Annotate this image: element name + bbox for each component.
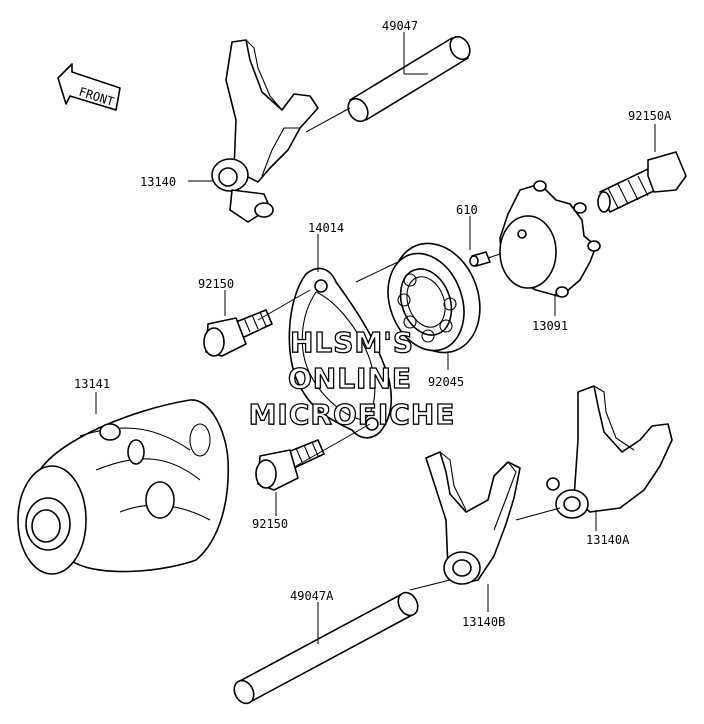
watermark: HLSM'S ONLINE MICROFICHE: [248, 325, 456, 431]
label-92045: 92045: [428, 375, 464, 389]
watermark-line-3: MICROFICHE: [249, 398, 456, 431]
label-13140: 13140: [140, 175, 176, 189]
label-49047: 49047: [382, 19, 418, 33]
label-49047a: 49047A: [290, 589, 334, 603]
pin-610: [469, 251, 491, 267]
bolt-92150-lower: [255, 439, 325, 491]
label-610: 610: [456, 203, 478, 217]
label-92150a: 92150A: [628, 109, 672, 123]
cam-13091: [499, 180, 601, 298]
shift-fork-13140b: [425, 451, 521, 585]
label-13140b: 13140B: [462, 615, 505, 629]
bolt-92150a: [597, 151, 687, 213]
shift-fork-13140: [211, 39, 319, 223]
watermark-line-2: ONLINE: [288, 362, 412, 395]
label-13091: 13091: [532, 319, 568, 333]
shift-fork-13140a: [546, 385, 673, 519]
label-13141: 13141: [74, 377, 110, 391]
label-92150-lower: 92150: [252, 517, 288, 531]
watermark-line-1: HLSM'S: [290, 326, 414, 359]
shaft-49047: [347, 35, 471, 123]
front-arrow: FRONT: [57, 63, 121, 111]
bolt-92150-upper: [203, 309, 273, 357]
leader-lines: [95, 32, 656, 644]
shaft-49047a: [233, 591, 419, 705]
bearing-92045: [387, 242, 481, 354]
label-14014: 14014: [308, 221, 344, 235]
label-13140a: 13140A: [586, 533, 630, 547]
label-92150-upper: 92150: [198, 277, 234, 291]
gasket-14014: [288, 267, 393, 439]
part-labels: 49047 13140 14014 92150A 610 92150 13091…: [74, 19, 672, 629]
shift-drum-13141: [17, 399, 230, 575]
